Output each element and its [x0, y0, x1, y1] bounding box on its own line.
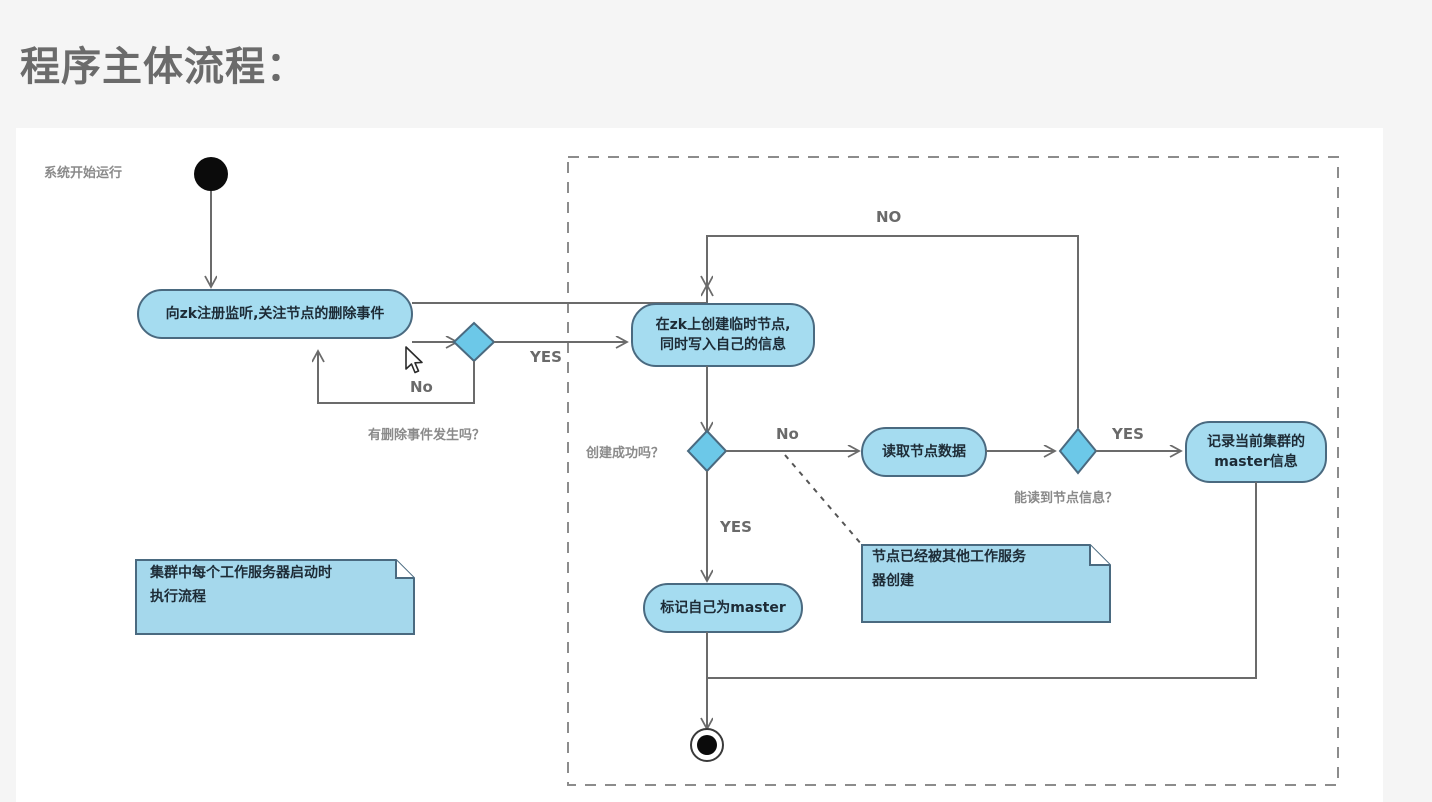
edge-label-create-yes: YES — [720, 518, 752, 536]
edge-label-read-yes: YES — [1112, 425, 1144, 443]
decision-caption-read-ok: 能读到节点信息？ — [1014, 491, 1119, 506]
decision-caption-delete-check: 有删除事件发生吗？ — [368, 428, 486, 443]
edge-label-delete-yes: YES — [530, 348, 562, 366]
diagram-canvas — [16, 128, 1383, 802]
mouse-cursor — [405, 346, 423, 374]
edge-label-delete-no: No — [410, 378, 433, 396]
start-caption: 系统开始运行 — [44, 166, 123, 181]
page-title: 程序主体流程： — [20, 44, 307, 90]
edge-label-create-no: No — [776, 425, 799, 443]
decision-caption-create-ok: 创建成功吗？ — [586, 446, 665, 461]
note-startup-text: 集群中每个工作服务器启动时 执行流程 — [150, 565, 332, 605]
note-occupied-text: 节点已经被其他工作服务 器创建 — [872, 549, 1026, 589]
edge-label-no-loop-top: NO — [876, 208, 902, 226]
